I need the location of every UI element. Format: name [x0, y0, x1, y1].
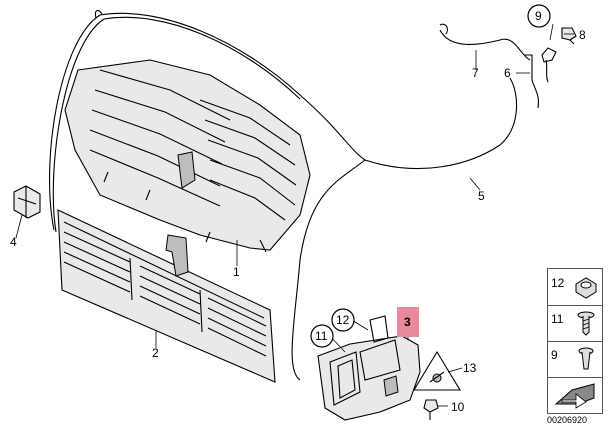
- nut-icon: [575, 277, 597, 299]
- callout-12-circle: [331, 308, 355, 332]
- callout-6: 6: [504, 66, 511, 80]
- cable-bracket: [525, 47, 557, 109]
- connector-part-4: [13, 185, 41, 219]
- clip-icon: [578, 347, 594, 370]
- catalog-number: 00206920: [547, 415, 588, 425]
- legend-number: 9: [551, 348, 558, 362]
- warning-label-13: [413, 350, 461, 391]
- callout-5: 5: [478, 189, 485, 203]
- callout-7: 7: [472, 66, 479, 80]
- legend-row-clip: 9: [548, 341, 602, 378]
- arrow-icon: [554, 383, 595, 409]
- callout-3-highlight: [397, 307, 419, 337]
- callout-12: 12: [336, 313, 350, 327]
- callout-10: 10: [451, 400, 465, 414]
- lower-air-shutter-frame: [57, 209, 276, 383]
- legend-number: 11: [551, 312, 564, 326]
- shutter-actuator: [317, 315, 421, 421]
- callout-2: 2: [152, 346, 159, 360]
- callout-13: 13: [463, 361, 477, 375]
- legend-row-nut: 12: [548, 269, 602, 306]
- screw-icon: [577, 311, 595, 336]
- callout-4: 4: [10, 235, 17, 249]
- upper-cable: [439, 29, 531, 61]
- upper-air-shutter: [64, 59, 311, 253]
- callout-8: 8: [579, 28, 586, 42]
- callout-3: 3: [404, 315, 411, 329]
- clip-part-8: [561, 27, 577, 45]
- callout-9-circle: [527, 4, 551, 28]
- callout-11-circle: [310, 324, 334, 348]
- fastener-legend: 12 11 9: [547, 268, 603, 414]
- legend-row-arrow: [548, 377, 602, 413]
- screw-part-10: [423, 399, 439, 420]
- callout-11: 11: [315, 329, 328, 343]
- callout-1: 1: [233, 265, 240, 279]
- legend-number: 12: [551, 276, 565, 290]
- actuator-cable: [49, 9, 518, 381]
- legend-row-screw: 11: [548, 305, 602, 342]
- callout-9: 9: [535, 9, 542, 23]
